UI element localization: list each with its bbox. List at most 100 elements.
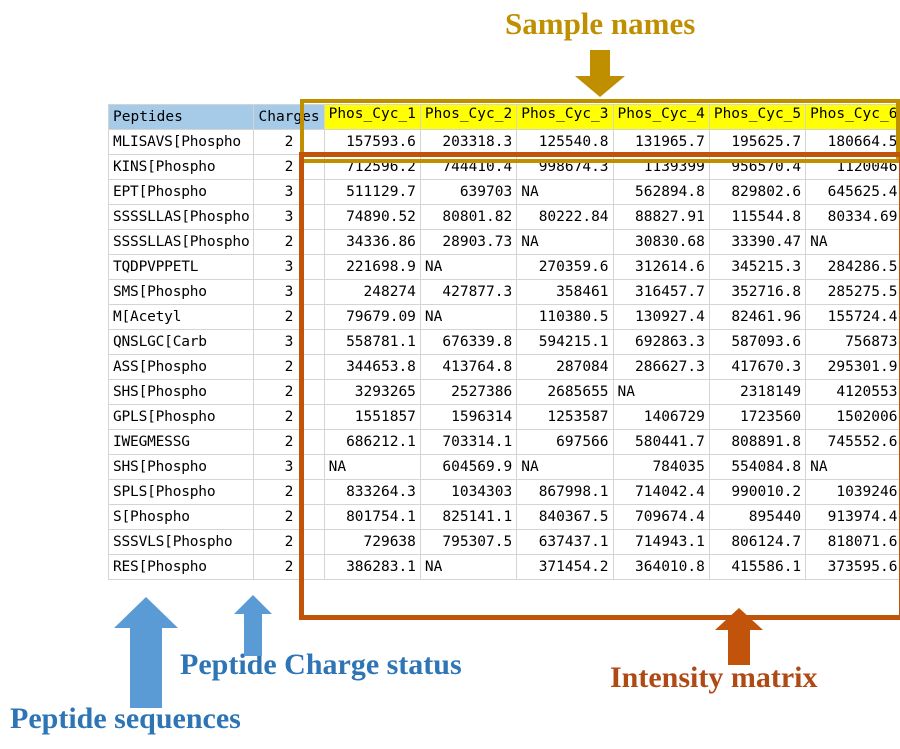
cell-intensity[interactable]: 990010.2 [708,479,807,505]
cell-intensity[interactable]: NA [805,454,900,480]
cell-intensity[interactable]: 756873 [805,329,900,355]
cell-charge[interactable]: 3 [253,179,325,205]
cell-intensity[interactable]: 80222.84 [516,204,614,230]
cell-intensity[interactable]: 295301.9 [805,354,900,380]
cell-intensity[interactable]: 28903.73 [419,229,518,255]
cell-peptide[interactable]: SHS[Phospho [107,379,255,405]
cell-charge[interactable]: 3 [253,204,325,230]
cell-intensity[interactable]: 79679.09 [323,304,421,330]
cell-charge[interactable]: 3 [253,454,325,480]
cell-charge[interactable]: 2 [253,554,325,580]
cell-charge[interactable]: 2 [253,304,325,330]
cell-intensity[interactable]: 195625.7 [708,129,807,155]
cell-intensity[interactable]: 386283.1 [323,554,421,580]
cell-intensity[interactable]: 867998.1 [516,479,614,505]
column-header-sample-5[interactable]: Phos_Cyc_5 [708,104,807,130]
cell-intensity[interactable]: 998674.3 [516,154,614,180]
cell-intensity[interactable]: 1120046 [805,154,900,180]
cell-intensity[interactable]: 1723560 [708,404,807,430]
cell-peptide[interactable]: SMS[Phospho [107,279,255,305]
cell-intensity[interactable]: 840367.5 [516,504,614,530]
cell-peptide[interactable]: M[Acetyl [107,304,255,330]
cell-peptide[interactable]: SSSSLLAS[Phospho [107,204,255,230]
cell-intensity[interactable]: 1596314 [419,404,518,430]
cell-intensity[interactable]: 270359.6 [516,254,614,280]
cell-peptide[interactable]: SSSVLS[Phospho [107,529,255,555]
cell-intensity[interactable]: 745552.6 [805,429,900,455]
cell-charge[interactable]: 3 [253,329,325,355]
cell-intensity[interactable]: 714943.1 [612,529,710,555]
cell-intensity[interactable]: 1139399 [612,154,710,180]
cell-intensity[interactable]: 709674.4 [612,504,710,530]
cell-intensity[interactable]: 697566 [516,429,614,455]
cell-intensity[interactable]: 833264.3 [323,479,421,505]
cell-intensity[interactable]: 427877.3 [419,279,518,305]
cell-intensity[interactable]: 34336.86 [323,229,421,255]
cell-intensity[interactable]: 511129.7 [323,179,421,205]
cell-intensity[interactable]: 371454.2 [516,554,614,580]
cell-intensity[interactable]: NA [516,179,614,205]
cell-intensity[interactable]: 562894.8 [612,179,710,205]
cell-peptide[interactable]: SSSSLLAS[Phospho [107,229,255,255]
cell-intensity[interactable]: 801754.1 [323,504,421,530]
cell-intensity[interactable]: 413764.8 [419,354,518,380]
cell-charge[interactable]: 2 [253,404,325,430]
cell-intensity[interactable]: 417670.3 [708,354,807,380]
cell-intensity[interactable]: 1034303 [419,479,518,505]
cell-intensity[interactable]: 373595.6 [805,554,900,580]
cell-intensity[interactable]: 604569.9 [419,454,518,480]
cell-intensity[interactable]: NA [516,454,614,480]
cell-intensity[interactable]: 639703 [419,179,518,205]
cell-intensity[interactable]: 558781.1 [323,329,421,355]
cell-intensity[interactable]: 221698.9 [323,254,421,280]
cell-intensity[interactable]: 4120553 [805,379,900,405]
cell-peptide[interactable]: GPLS[Phospho [107,404,255,430]
cell-intensity[interactable]: 825141.1 [419,504,518,530]
cell-intensity[interactable]: 130927.4 [612,304,710,330]
column-header-charges[interactable]: Charges [253,104,325,130]
cell-intensity[interactable]: 364010.8 [612,554,710,580]
cell-intensity[interactable]: 316457.7 [612,279,710,305]
cell-intensity[interactable]: 115544.8 [708,204,807,230]
cell-intensity[interactable]: 155724.4 [805,304,900,330]
column-header-sample-1[interactable]: Phos_Cyc_1 [323,104,421,130]
cell-intensity[interactable]: 818071.6 [805,529,900,555]
cell-charge[interactable]: 3 [253,254,325,280]
cell-intensity[interactable]: 203318.3 [419,129,518,155]
cell-peptide[interactable]: KINS[Phospho [107,154,255,180]
cell-intensity[interactable]: 806124.7 [708,529,807,555]
cell-intensity[interactable]: 637437.1 [516,529,614,555]
cell-intensity[interactable]: 587093.6 [708,329,807,355]
cell-intensity[interactable]: 2527386 [419,379,518,405]
cell-intensity[interactable]: 795307.5 [419,529,518,555]
cell-intensity[interactable]: 580441.7 [612,429,710,455]
cell-intensity[interactable]: 110380.5 [516,304,614,330]
cell-intensity[interactable]: 686212.1 [323,429,421,455]
cell-charge[interactable]: 2 [253,479,325,505]
cell-intensity[interactable]: 131965.7 [612,129,710,155]
cell-intensity[interactable]: NA [516,229,614,255]
cell-intensity[interactable]: 956570.4 [708,154,807,180]
cell-charge[interactable]: 2 [253,429,325,455]
cell-charge[interactable]: 2 [253,354,325,380]
cell-charge[interactable]: 2 [253,529,325,555]
cell-intensity[interactable]: 676339.8 [419,329,518,355]
cell-peptide[interactable]: SHS[Phospho [107,454,255,480]
cell-intensity[interactable]: 692863.3 [612,329,710,355]
cell-intensity[interactable]: 729638 [323,529,421,555]
cell-intensity[interactable]: 594215.1 [516,329,614,355]
column-header-sample-2[interactable]: Phos_Cyc_2 [419,104,518,130]
cell-intensity[interactable]: 895440 [708,504,807,530]
cell-intensity[interactable]: 157593.6 [323,129,421,155]
cell-peptide[interactable]: QNSLGC[Carb [107,329,255,355]
cell-intensity[interactable]: 344653.8 [323,354,421,380]
cell-intensity[interactable]: 284286.5 [805,254,900,280]
cell-peptide[interactable]: ASS[Phospho [107,354,255,380]
cell-intensity[interactable]: 784035 [612,454,710,480]
cell-intensity[interactable]: NA [612,379,710,405]
cell-intensity[interactable]: NA [419,554,518,580]
cell-peptide[interactable]: SPLS[Phospho [107,479,255,505]
cell-intensity[interactable]: 80334.69 [805,204,900,230]
cell-peptide[interactable]: S[Phospho [107,504,255,530]
cell-intensity[interactable]: 415586.1 [708,554,807,580]
